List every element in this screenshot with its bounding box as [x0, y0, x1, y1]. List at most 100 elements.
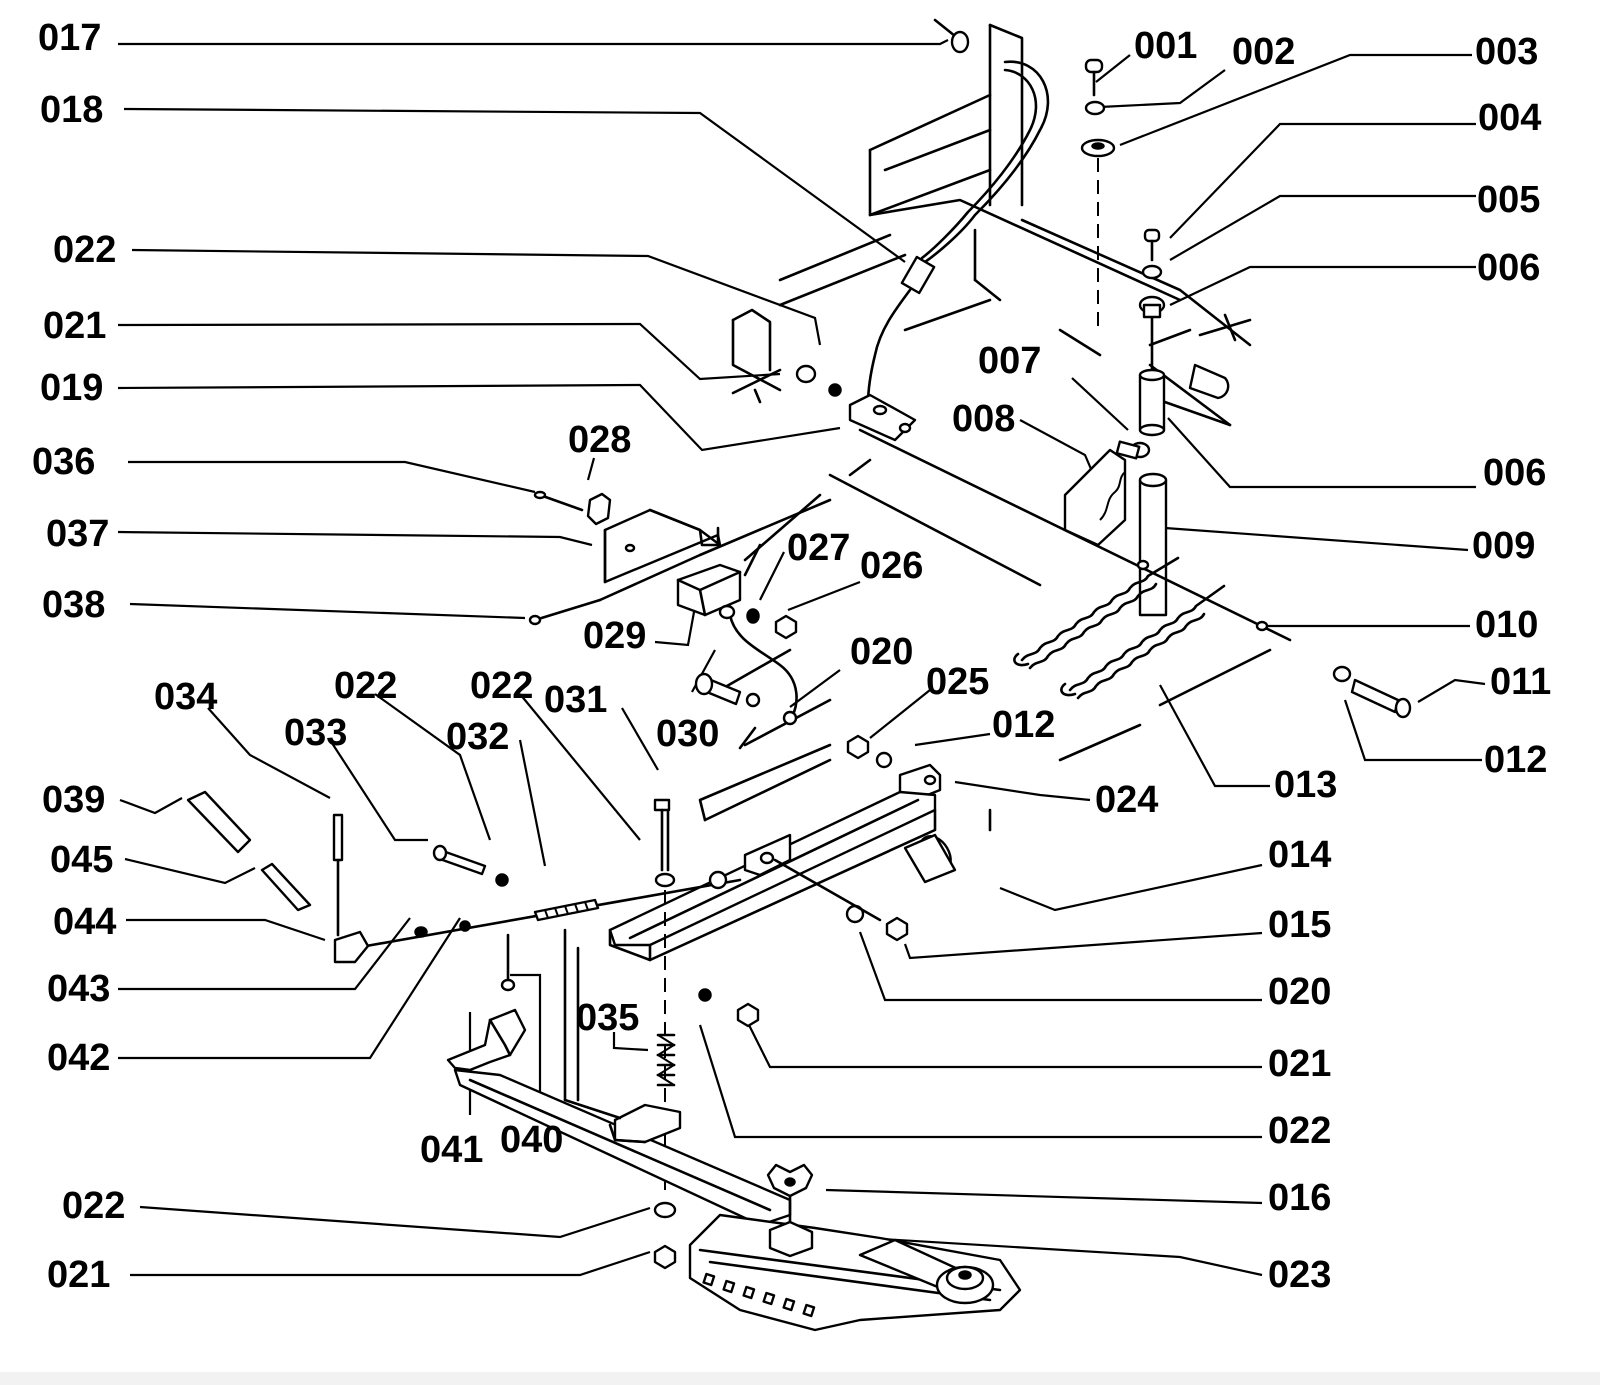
leader-039 — [119, 797, 183, 815]
callout-022: 022 — [470, 665, 533, 707]
leader-019 — [117, 383, 841, 452]
leader-015 — [903, 931, 1263, 960]
washer-022-031 — [654, 872, 676, 888]
clip-028 — [586, 492, 612, 526]
bottom-scan-edge — [0, 1372, 1600, 1385]
leader-012-a — [914, 732, 991, 747]
callout-033: 033 — [284, 712, 347, 754]
leader-014 — [999, 863, 1263, 912]
leader-021-b — [130, 1250, 651, 1277]
leader-022-c — [519, 693, 641, 841]
leader-044 — [126, 918, 326, 942]
callout-numbers: 017 018 022 021 019 028 036 037 038 029 … — [32, 17, 1551, 1296]
vertical-bolt-031 — [653, 798, 760, 1190]
leader-021-c — [744, 1016, 1262, 1069]
pin-038 — [528, 614, 542, 626]
leader-012-b — [1343, 699, 1482, 762]
bolt-031 — [653, 798, 671, 812]
leader-005 — [1169, 194, 1476, 261]
leader-007 — [1071, 377, 1129, 431]
callout-042: 042 — [47, 1037, 110, 1079]
cable-assembly — [728, 18, 1050, 722]
callout-036: 036 — [32, 441, 95, 483]
washer-002 — [1084, 100, 1106, 116]
callout-014: 014 — [1268, 834, 1331, 876]
callout-022: 022 — [1268, 1110, 1331, 1152]
washer-022-lower — [698, 988, 712, 1002]
nut-025 — [846, 734, 870, 760]
callout-022: 022 — [62, 1185, 125, 1227]
leader-017 — [118, 39, 949, 46]
callout-043: 043 — [47, 968, 110, 1010]
callout-006: 006 — [1477, 247, 1540, 289]
callout-008: 008 — [952, 398, 1015, 440]
spring-035 — [656, 1033, 676, 1087]
callout-001: 001 — [1134, 25, 1197, 67]
leader-016 — [825, 1188, 1263, 1205]
post-009 — [1138, 478, 1168, 617]
callout-019: 019 — [40, 367, 103, 409]
callout-015: 015 — [1268, 904, 1331, 946]
bolt-004 — [1143, 228, 1161, 243]
callout-017: 017 — [38, 17, 101, 59]
leader-023 — [814, 1233, 1263, 1277]
leader-037 — [117, 530, 593, 547]
frame-context — [598, 23, 1272, 832]
block-029 — [676, 563, 742, 617]
lower-lever-assembly — [446, 928, 792, 1270]
callout-009: 009 — [1472, 525, 1535, 567]
callout-044: 044 — [53, 901, 116, 943]
clevis-044 — [333, 930, 370, 964]
leader-033 — [329, 739, 428, 842]
leader-031 — [621, 707, 659, 771]
leader-011 — [1417, 678, 1486, 703]
bracket-037-assembly — [528, 490, 798, 640]
cable-end-017 — [950, 30, 970, 54]
pad-045 — [260, 862, 312, 912]
pad-039 — [186, 790, 252, 854]
leader-036 — [128, 460, 536, 494]
leader-lines — [117, 39, 1486, 1277]
callout-012: 012 — [1484, 739, 1547, 781]
callout-045: 045 — [50, 839, 113, 881]
callout-040: 040 — [500, 1119, 563, 1161]
callout-007: 007 — [978, 340, 1041, 382]
callout-032: 032 — [446, 716, 509, 758]
link-plate-019 — [848, 393, 917, 442]
washer-042 — [459, 920, 471, 932]
callout-003: 003 — [1475, 31, 1538, 73]
leader-032 — [518, 739, 547, 867]
callout-022: 022 — [53, 229, 116, 271]
nut-015 — [885, 916, 909, 942]
bolt-001 — [1084, 58, 1104, 74]
callout-013: 013 — [1274, 764, 1337, 806]
spring-upper — [1020, 556, 1180, 662]
nut-021-top — [795, 364, 817, 384]
rod-assembly — [186, 790, 742, 964]
middle-bolt-stack — [694, 672, 942, 804]
bushing-006-lower — [1138, 373, 1166, 432]
leader-009 — [1164, 526, 1469, 552]
leader-022-a — [131, 248, 822, 346]
callout-037: 037 — [46, 513, 109, 555]
main-channel-bar — [608, 790, 957, 962]
washer-022-rod — [495, 873, 509, 887]
leader-025 — [869, 689, 931, 739]
springs-013 — [1013, 556, 1226, 700]
callout-026: 026 — [860, 545, 923, 587]
leader-021-a — [117, 322, 781, 381]
leader-029 — [654, 611, 696, 647]
washer-005 — [1141, 264, 1163, 280]
leader-004 — [1169, 122, 1476, 239]
leader-001 — [1095, 54, 1131, 83]
callout-020: 020 — [850, 631, 913, 673]
callout-031: 031 — [544, 679, 607, 721]
lever-clip — [613, 1103, 682, 1144]
callout-034: 034 — [154, 676, 217, 718]
callout-029: 029 — [583, 615, 646, 657]
pin-010 — [1255, 620, 1269, 632]
leader-045 — [124, 857, 256, 885]
nut-021-lower — [736, 1002, 760, 1028]
callout-027: 027 — [787, 527, 850, 569]
leader-020-b — [858, 931, 1262, 1002]
